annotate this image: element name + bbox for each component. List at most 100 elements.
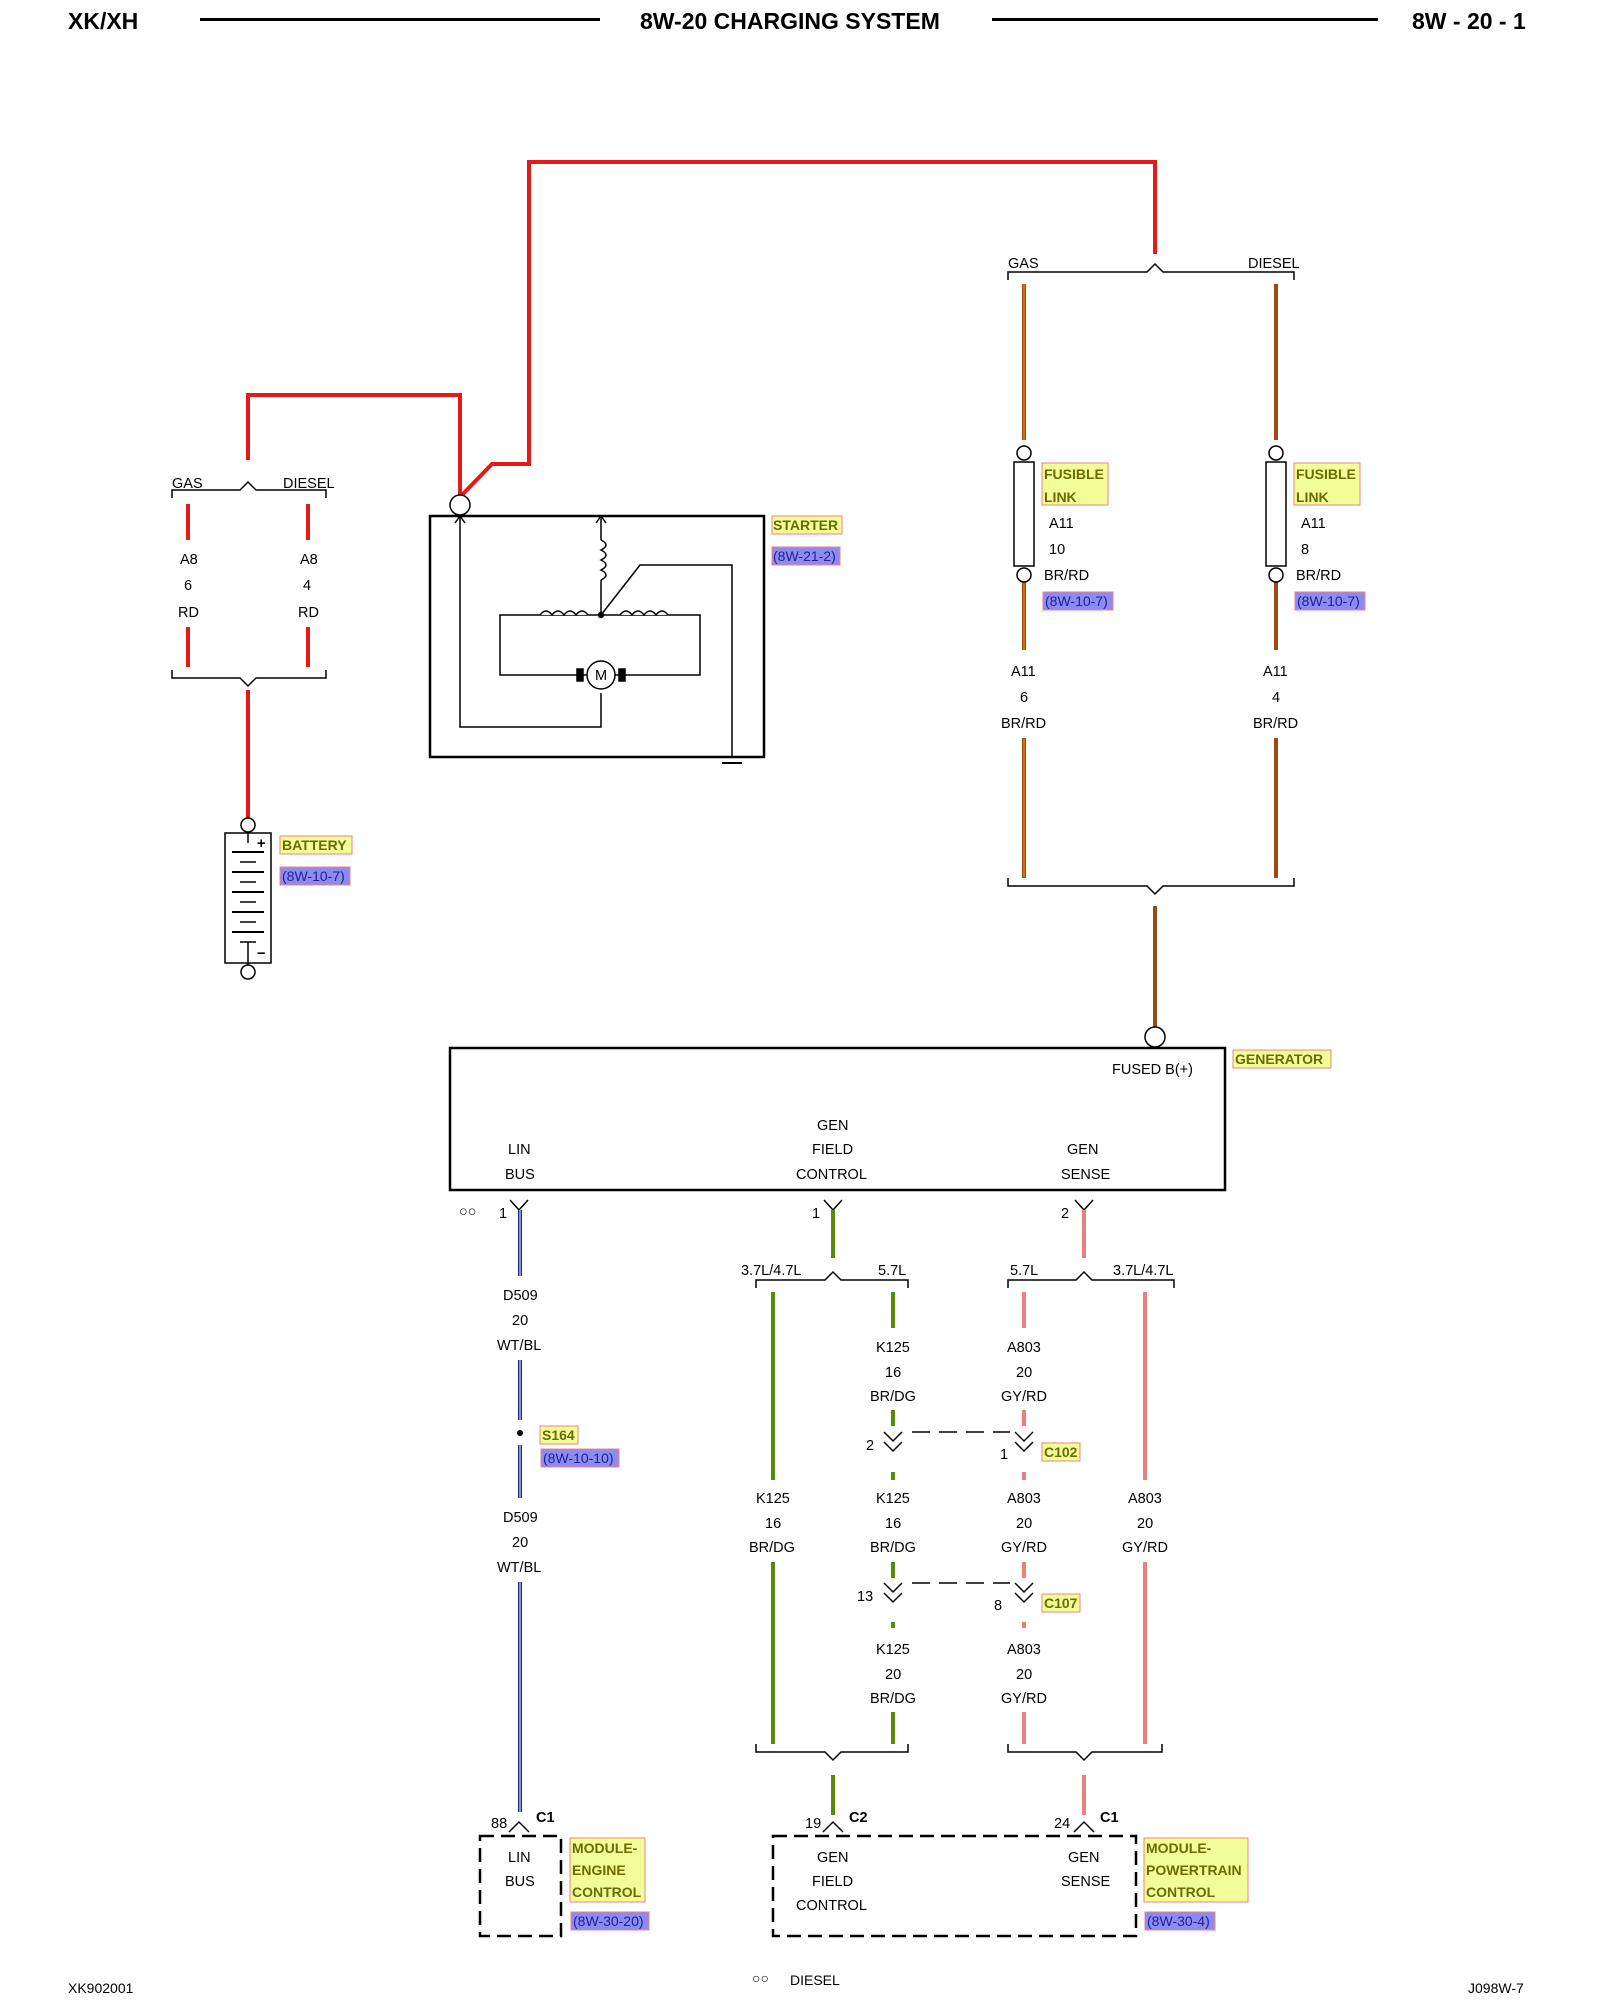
pcm-name-3: CONTROL (1146, 1884, 1216, 1900)
generator-box (448, 1046, 1227, 1192)
sense-bot-gauge: 20 (1016, 1667, 1032, 1683)
c102-label-bg (1041, 1442, 1081, 1462)
fusible-gas-name-1: FUSIBLE (1044, 466, 1104, 482)
ecm-ref: (8W-30-20) (573, 1913, 644, 1929)
generator-pin-sense-1: GEN (1067, 1142, 1098, 1158)
splice-label-bg (539, 1425, 579, 1445)
fusible-gas-color: BR/RD (1044, 568, 1089, 584)
field-merge-bracket (755, 1744, 909, 1762)
battery-symbol (224, 817, 272, 980)
left-diesel-gauge: 4 (303, 578, 311, 594)
c107-label-bg (1041, 1593, 1081, 1613)
field-right-label: 5.7L (878, 1263, 906, 1279)
sense-right-gauge: 20 (1137, 1516, 1153, 1532)
page-number: 8W - 20 - 1 (1412, 8, 1526, 34)
ecm-box (478, 1834, 563, 1938)
battery-minus: − (257, 946, 265, 962)
field-mid-circuit: K125 (876, 1491, 910, 1507)
field-left-label: 3.7L/4.7L (741, 1263, 801, 1279)
c102-name: C102 (1044, 1444, 1078, 1460)
left-gas-circuit: A8 (180, 552, 198, 568)
ecm-connector-mark (508, 1820, 530, 1833)
fusible-gas-name-2: LINK (1044, 489, 1077, 505)
lin-wire2-color: WT/BL (497, 1560, 541, 1576)
ecm-name-3: CONTROL (572, 1884, 642, 1900)
sense-top-gauge: 20 (1016, 1365, 1032, 1381)
right-diesel-gauge: 4 (1272, 690, 1280, 706)
left-gas-color: RD (178, 605, 199, 621)
lin-pin: 1 (499, 1206, 507, 1222)
fusible-diesel-circuit: A11 (1301, 516, 1326, 532)
pcm-sense-connector: C1 (1100, 1810, 1119, 1826)
left-gas-label: GAS (172, 476, 203, 492)
fusible-gas-circuit: A11 (1049, 516, 1074, 532)
ecm-name-1: MODULE- (572, 1840, 638, 1856)
sense-bot-circuit: A803 (1007, 1642, 1041, 1658)
left-split-bracket (171, 480, 327, 688)
sense-c107-pin: 8 (994, 1598, 1002, 1614)
pcm-sense-pin: 24 (1054, 1816, 1070, 1832)
pcm-sense-1: GEN (1068, 1850, 1099, 1866)
footer-diesel-symbol: ○○ (752, 1970, 769, 1986)
fusible-diesel-label-bg (1293, 462, 1361, 506)
starter-label-bg (771, 515, 843, 535)
field-split-bracket (755, 1270, 909, 1288)
ecm-connector: C1 (536, 1810, 555, 1826)
field-wires (771, 1292, 895, 1815)
field-bot-gauge: 20 (885, 1667, 901, 1683)
pcm-field-2: FIELD (812, 1874, 853, 1890)
header-model: XK/XH (68, 8, 139, 34)
generator-b-plus-terminal (1144, 1026, 1166, 1048)
sense-wires (1022, 1292, 1147, 1815)
generator-pin-lin-2: BUS (505, 1167, 535, 1183)
starter-ref: (8W-21-2) (773, 548, 836, 564)
starter-symbol (428, 494, 766, 764)
sense-left-label: 5.7L (1010, 1263, 1038, 1279)
splice-name: S164 (542, 1427, 575, 1443)
generator-pin-field-2: FIELD (812, 1142, 853, 1158)
field-top-gauge: 16 (885, 1365, 901, 1381)
left-diesel-color: RD (298, 605, 319, 621)
pcm-name-1: MODULE- (1146, 1840, 1212, 1856)
lin-wire2-gauge: 20 (512, 1535, 528, 1551)
splice-ref-bg (540, 1448, 620, 1468)
sense-merge-bracket (1007, 1744, 1163, 1762)
fusible-gas-ref-bg (1042, 591, 1114, 611)
right-diesel-circuit: A11 (1263, 664, 1288, 680)
right-split-bracket (1007, 262, 1295, 896)
footer-doc-id: XK902001 (68, 1980, 134, 1996)
field-top-color: BR/DG (870, 1389, 916, 1405)
lin-diesel-symbol: ○○ (459, 1204, 477, 1220)
fusible-diesel-color: BR/RD (1296, 568, 1341, 584)
starter-motor-label: M (595, 668, 607, 684)
fusible-diesel-ref-bg (1294, 591, 1366, 611)
pcm-field-connector-mark (822, 1820, 844, 1833)
c107-sense-connector (1014, 1582, 1034, 1604)
right-gas-gauge: 6 (1020, 690, 1028, 706)
generator-label-bg (1232, 1049, 1332, 1069)
lin-wire1-color: WT/BL (497, 1338, 541, 1354)
starter-name: STARTER (773, 517, 838, 533)
pcm-ref: (8W-30-4) (1147, 1913, 1210, 1929)
ecm-pin: 88 (491, 1816, 507, 1832)
pcm-box (771, 1834, 1138, 1938)
sense-pin: 2 (1061, 1206, 1069, 1222)
ecm-ref-bg (570, 1911, 650, 1931)
lin-connector-mark (509, 1199, 529, 1212)
lin-wire2-circuit: D509 (503, 1510, 538, 1526)
left-diesel-circuit: A8 (300, 552, 318, 568)
pcm-name-2: POWERTRAIN (1146, 1862, 1242, 1878)
fusible-gas-gauge: 10 (1049, 542, 1065, 558)
footer-diesel-label: DIESEL (790, 1972, 840, 1988)
field-left-color: BR/DG (749, 1540, 795, 1556)
battery-name: BATTERY (282, 837, 347, 853)
sense-mid-gauge: 20 (1016, 1516, 1032, 1532)
starter-ref-bg (771, 546, 841, 566)
ecm-pin-label-2: BUS (505, 1874, 535, 1890)
field-top-circuit: K125 (876, 1340, 910, 1356)
field-mid-gauge: 16 (885, 1516, 901, 1532)
field-pin: 1 (812, 1206, 820, 1222)
generator-name: GENERATOR (1235, 1051, 1323, 1067)
header-rule-left (200, 18, 600, 21)
